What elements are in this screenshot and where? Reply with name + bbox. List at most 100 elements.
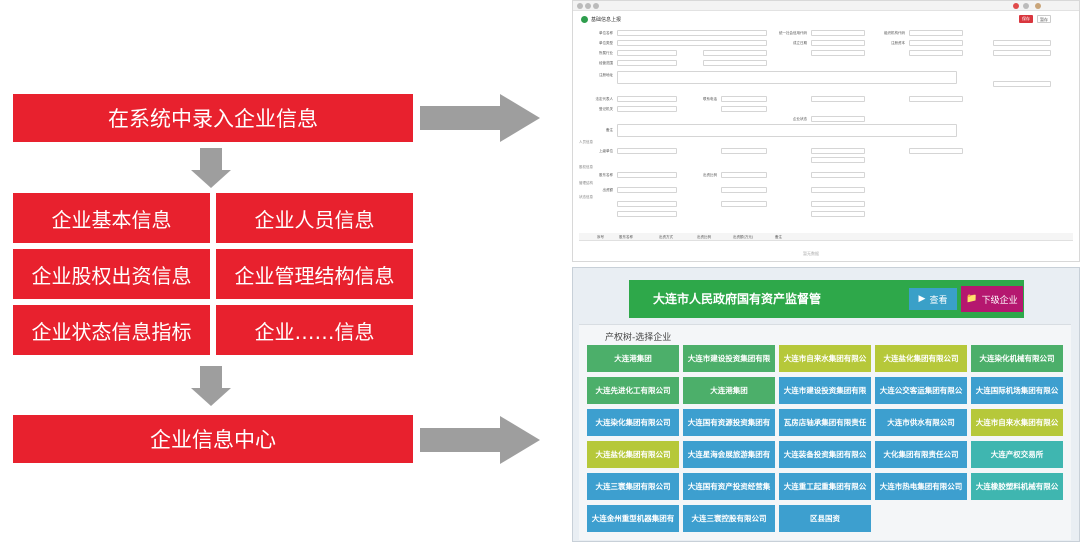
section-heading: 状态信息 xyxy=(579,195,593,199)
form-label: 法定代表人 xyxy=(595,97,614,101)
contact-input[interactable] xyxy=(811,148,865,154)
enterprise-tile[interactable]: 大化集团有限责任公司 xyxy=(875,441,967,468)
legal-rep-input[interactable] xyxy=(617,96,677,102)
enterprise-tile[interactable]: 大连公交客运集团有限公 xyxy=(875,377,967,404)
info-box-label: 企业人员信息 xyxy=(254,207,375,232)
registry-sub-input[interactable] xyxy=(721,106,767,112)
enterprise-tile[interactable]: 大连港集团 xyxy=(587,345,679,372)
info-box-governance: 企业管理结构信息 xyxy=(216,249,413,299)
enterprise-tile[interactable]: 大连港集团 xyxy=(683,377,775,404)
enterprise-tile[interactable]: 大连国有资源投资集团有 xyxy=(683,409,775,436)
founded-date-input[interactable] xyxy=(811,40,865,46)
enterprise-tile[interactable]: 区县国资 xyxy=(779,505,871,532)
avatar[interactable] xyxy=(1035,3,1041,9)
status-sub-input[interactable] xyxy=(721,201,767,207)
enterprise-tile[interactable]: 大连国际机场集团有限公 xyxy=(971,377,1063,404)
company-type-select[interactable] xyxy=(617,40,767,46)
window-dot-icon xyxy=(577,3,583,9)
form-label: 成立日期 xyxy=(793,41,807,45)
right-arrow-1-stem xyxy=(420,106,502,130)
enterprise-tile[interactable]: 大连市建设投资集团有限 xyxy=(683,345,775,372)
enterprise-tile[interactable]: 大连市热电集团有限公司 xyxy=(875,473,967,500)
parent-unit-sub-input[interactable] xyxy=(721,148,767,154)
company-name-input[interactable] xyxy=(617,30,767,36)
share-ratio-input[interactable] xyxy=(721,172,767,178)
enterprise-tile[interactable]: 大连市自来水集团有限公 xyxy=(779,345,871,372)
status-select[interactable] xyxy=(909,96,963,102)
address-region-select[interactable] xyxy=(993,81,1051,87)
enterprise-tile[interactable]: 大连产权交易所 xyxy=(971,441,1063,468)
down-arrow-1-stem xyxy=(200,148,222,172)
info-box-label: 企业管理结构信息 xyxy=(234,263,395,288)
enterprise-tile[interactable]: 大连先进化工有限公司 xyxy=(587,377,679,404)
enterprise-tile[interactable]: 大连染化机械有限公司 xyxy=(971,345,1063,372)
industry-sub-select[interactable] xyxy=(703,50,767,56)
enterprise-tile[interactable]: 大连盐化集团有限公司 xyxy=(875,345,967,372)
registry-select[interactable] xyxy=(811,96,865,102)
enterprise-tile[interactable]: 大连国有资产投资经营集 xyxy=(683,473,775,500)
industry-select[interactable] xyxy=(617,50,677,56)
contact-phone-input[interactable] xyxy=(909,148,963,154)
info-box-status: 企业状态信息指标 xyxy=(13,305,210,355)
parent-unit-input[interactable] xyxy=(617,148,677,154)
form-label: 联系电话 xyxy=(703,97,717,101)
enterprise-tile[interactable]: 大连市自来水集团有限公 xyxy=(971,409,1063,436)
share-amount-input[interactable] xyxy=(617,187,677,193)
phone-input[interactable] xyxy=(721,96,767,102)
form-label: 注册资本 xyxy=(891,41,905,45)
governance-input[interactable] xyxy=(811,187,865,193)
enterprise-status-select[interactable] xyxy=(811,116,865,122)
window-dot-icon xyxy=(585,3,591,9)
enterprise-tile[interactable]: 大连染化集团有限公司 xyxy=(587,409,679,436)
enterprise-tile[interactable]: 大连市供水有限公司 xyxy=(875,409,967,436)
draft-button[interactable]: 暂存 xyxy=(1037,15,1051,23)
enterprise-tile[interactable]: 大连星海会展旅游集团有 xyxy=(683,441,775,468)
save-button[interactable]: 保存 xyxy=(1019,15,1033,23)
form-label: 经营范围 xyxy=(599,61,613,65)
sub-enterprise-label: 下级企业 xyxy=(981,295,1018,306)
enterprise-tile[interactable]: 大连市建设投资集团有限 xyxy=(779,377,871,404)
right-arrow-1-icon xyxy=(500,94,540,142)
form-header: 基础信息上报 保存 暂存 xyxy=(579,15,1073,25)
region-select[interactable] xyxy=(811,50,865,56)
form-label: 单位类型 xyxy=(599,41,613,45)
enterprise-tile[interactable]: 大连三寰控股有限公司 xyxy=(683,505,775,532)
enterprise-tile[interactable]: 大连重工起重集团有限公 xyxy=(779,473,871,500)
category-select[interactable] xyxy=(993,50,1051,56)
form-label: 组织机构代码 xyxy=(884,31,905,35)
enterprise-tile[interactable]: 瓦房店轴承集团有限责任 xyxy=(779,409,871,436)
extra-input[interactable] xyxy=(993,40,1051,46)
share-amount-sub-input[interactable] xyxy=(721,187,767,193)
remark-textarea[interactable] xyxy=(617,124,957,137)
contact-email-input[interactable] xyxy=(811,157,865,163)
share-type-select[interactable] xyxy=(811,172,865,178)
sub-enterprise-button[interactable]: 📁 下级企业 xyxy=(961,286,1023,312)
view-button[interactable]: ▶ 查看 xyxy=(909,288,957,310)
form-title: 基础信息上报 xyxy=(591,17,622,23)
enterprise-tile[interactable]: 大连金州重型机器集团有 xyxy=(587,505,679,532)
org-code-input[interactable] xyxy=(909,30,963,36)
form-label: 企业状态 xyxy=(793,117,807,121)
status-extra-select[interactable] xyxy=(811,211,865,217)
credit-code-input[interactable] xyxy=(811,30,865,36)
form-label: 统一社会信用代码 xyxy=(779,31,807,35)
settings-icon[interactable] xyxy=(1023,3,1029,9)
address-textarea[interactable] xyxy=(617,71,957,84)
enterprise-tile[interactable]: 大连三寰集团有限公司 xyxy=(587,473,679,500)
shareholder-input[interactable] xyxy=(617,172,677,178)
enterprise-tile[interactable]: 大连橡胶塑料机械有限公 xyxy=(971,473,1063,500)
status-extra-input[interactable] xyxy=(617,211,677,217)
scope-sub-input[interactable] xyxy=(703,60,767,66)
capital-input[interactable] xyxy=(909,40,963,46)
level-select[interactable] xyxy=(909,50,963,56)
enterprise-screenshot: 大连市人民政府国有资产监督管 ▶ 查看 📁 下级企业 产权树-选择企业 大连港集… xyxy=(572,267,1080,542)
info-box-other: 企业……信息 xyxy=(216,305,413,355)
notification-icon[interactable] xyxy=(1013,3,1019,9)
registry-input[interactable] xyxy=(617,106,677,112)
grid-header-cell: 出资额(万元) xyxy=(733,235,754,239)
status-input[interactable] xyxy=(617,201,677,207)
status-level-select[interactable] xyxy=(811,201,865,207)
enterprise-tile[interactable]: 大连盐化集团有限公司 xyxy=(587,441,679,468)
scope-input[interactable] xyxy=(617,60,677,66)
enterprise-tile[interactable]: 大连装备投资集团有限公 xyxy=(779,441,871,468)
